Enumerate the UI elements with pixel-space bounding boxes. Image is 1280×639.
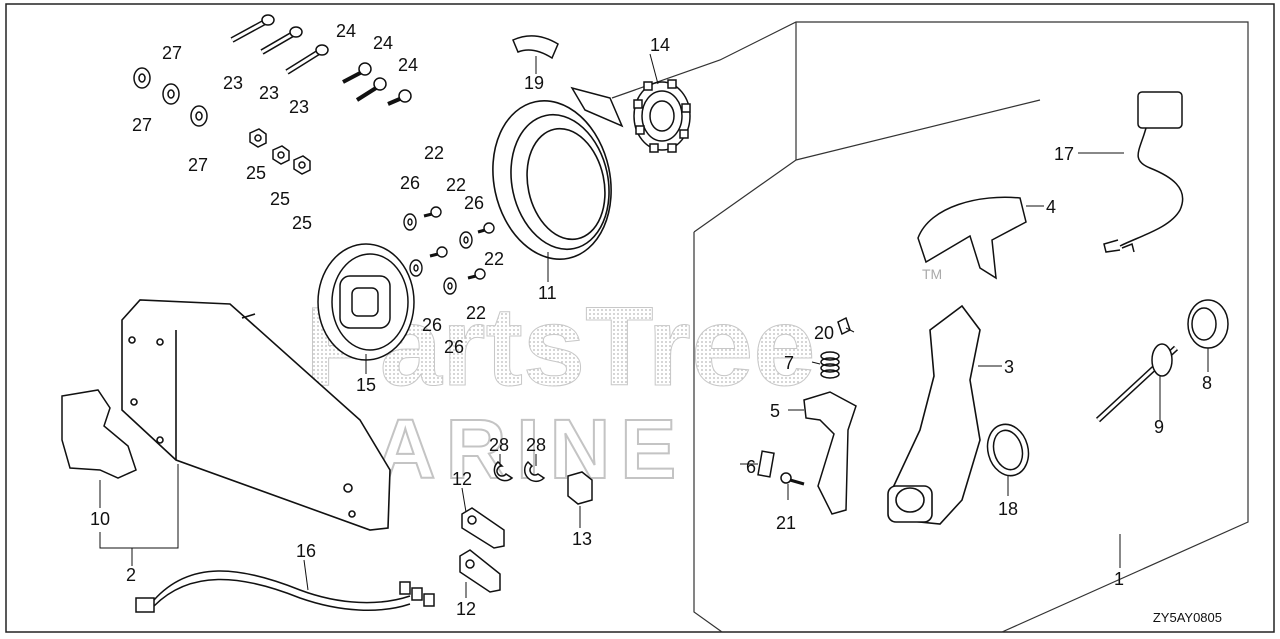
bolt-23-icon [230, 14, 329, 75]
spring-7-icon [820, 351, 840, 379]
callout-24: 24 [336, 21, 357, 41]
callout-6: 6 [746, 457, 757, 477]
callout-8: 8 [1202, 373, 1213, 393]
callout-1: 1 [1114, 569, 1125, 589]
callout-15: 15 [356, 375, 377, 395]
bushing-8-icon [1187, 299, 1229, 349]
plate-icon [570, 86, 624, 128]
callout-17: 17 [1054, 144, 1075, 164]
screw-22-icon [423, 206, 495, 280]
leader-lines [99, 53, 1209, 598]
callout-26: 26 [400, 173, 421, 193]
oring-18-icon [986, 423, 1030, 477]
callout-25: 25 [246, 163, 267, 183]
callout-26: 26 [422, 315, 443, 335]
diagram-code: ZY5AY0805 [1152, 610, 1222, 625]
callout-21: 21 [776, 513, 797, 533]
nut-25-icon [249, 128, 311, 175]
callout-7: 7 [784, 353, 795, 373]
callout-16: 16 [296, 541, 317, 561]
callout-27: 27 [132, 115, 153, 135]
callout-22: 22 [484, 249, 505, 269]
callout-13: 13 [572, 529, 593, 549]
lever-5-icon [803, 391, 857, 515]
callout-25: 25 [270, 189, 291, 209]
callout-9: 9 [1154, 417, 1165, 437]
housing-2-icon [121, 299, 391, 531]
washer-26-icon [403, 213, 473, 295]
callout-24: 24 [373, 33, 394, 53]
pin-20-icon [837, 316, 851, 336]
callout-22: 22 [466, 303, 487, 323]
clip-19-icon [512, 35, 559, 60]
callout-19: 19 [524, 73, 545, 93]
callout-23: 23 [289, 97, 310, 117]
callout-23: 23 [259, 83, 280, 103]
callout-11: 11 [538, 283, 557, 303]
callout-26: 26 [464, 193, 485, 213]
callout-10: 10 [90, 509, 111, 529]
callout-27: 27 [162, 43, 183, 63]
drum-15-icon [317, 243, 415, 361]
callout-25: 25 [292, 213, 313, 233]
callout-28: 28 [526, 435, 547, 455]
switch-17-icon [1103, 91, 1184, 253]
callout-27: 27 [188, 155, 209, 175]
callout-12: 12 [452, 469, 473, 489]
diagram-frame [5, 3, 1275, 633]
ring-11-icon [492, 100, 612, 260]
lever-3-icon [887, 304, 981, 525]
callout-24: 24 [398, 55, 419, 75]
bracket-12-icon [459, 507, 505, 593]
clamp-13-icon [567, 471, 593, 505]
screw-24-icon [342, 62, 412, 106]
washer-27-icon [133, 67, 208, 127]
cover-10-icon [61, 389, 137, 479]
gear-14-icon [633, 79, 691, 153]
callout-4: 4 [1046, 197, 1057, 217]
callout-14: 14 [650, 35, 671, 55]
screw-21-icon [780, 472, 805, 486]
callout-5: 5 [770, 401, 781, 421]
block-6-icon [757, 450, 775, 478]
assembly-outline [611, 21, 1249, 633]
callout-28: 28 [489, 435, 510, 455]
callout-26: 26 [444, 337, 465, 357]
callout-22: 22 [424, 143, 445, 163]
callout-2: 2 [126, 565, 137, 585]
callout-3: 3 [1004, 357, 1015, 377]
harness-16-icon [135, 570, 435, 613]
callout-23: 23 [223, 73, 244, 93]
callout-20: 20 [814, 323, 835, 343]
cover-4-icon [917, 196, 1027, 280]
shaft-9-icon [1095, 343, 1179, 423]
clip-28-icon [493, 460, 546, 483]
callout-12: 12 [456, 599, 477, 619]
trademark-mark: TM [922, 266, 943, 282]
callout-22: 22 [446, 175, 467, 195]
callout-18: 18 [998, 499, 1019, 519]
